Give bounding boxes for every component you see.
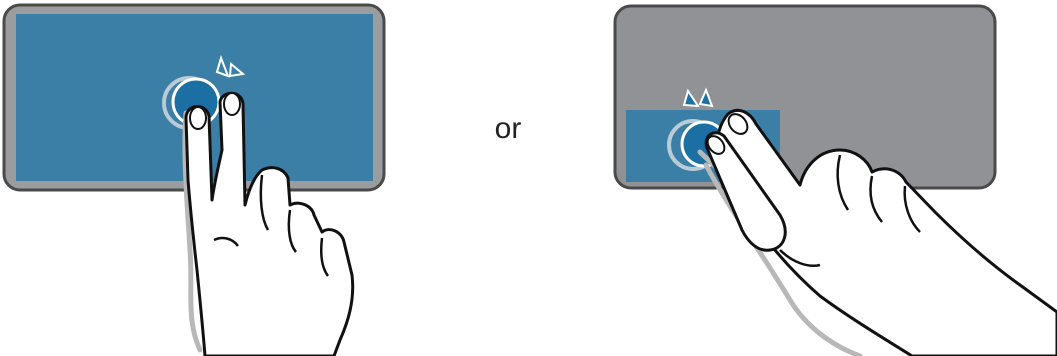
right-device	[613, 4, 997, 190]
right-hand-pointing-icon	[697, 108, 1057, 356]
left-hand-two-finger-icon	[182, 91, 355, 356]
or-separator-label: or	[494, 112, 522, 145]
